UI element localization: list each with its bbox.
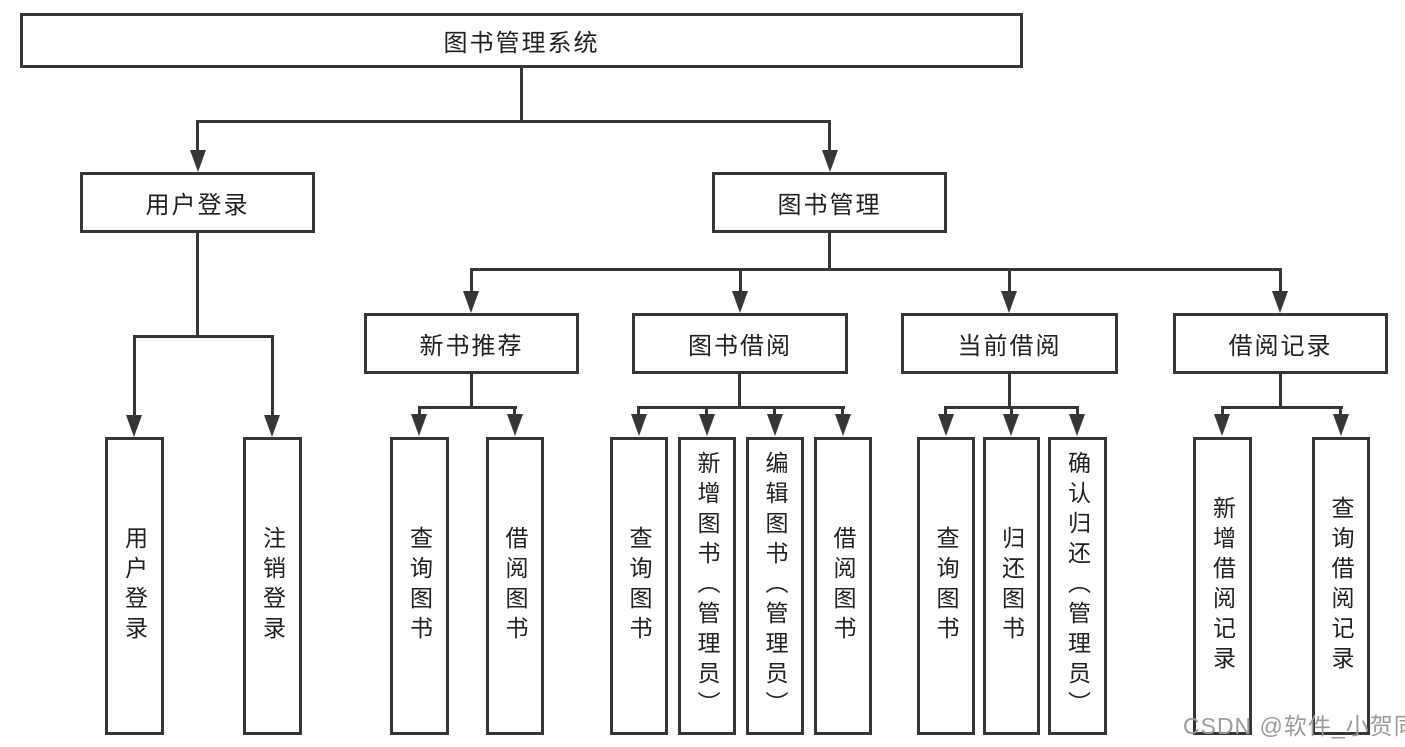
- leaf-confirm-return-admin-label: 确认归还（管理员）: [1064, 451, 1091, 721]
- connector-drop-borrowing-records: [1279, 268, 1282, 294]
- connector-user-login-stem: [196, 233, 199, 338]
- node-book-borrowing-label: 图书借阅: [688, 333, 792, 360]
- node-current-borrowing: 当前借阅: [901, 313, 1118, 374]
- node-user-login: 用户登录: [80, 172, 315, 233]
- connector-drop-current-borrowing: [1008, 268, 1011, 294]
- arrowhead-query-books-3: [938, 414, 954, 436]
- arrowhead-book-borrowing: [732, 291, 748, 313]
- connector-drop-query-books-1: [418, 406, 421, 416]
- connector-drop-confirm-return: [1076, 406, 1079, 416]
- leaf-borrow-books-2: 借阅图书: [814, 437, 872, 735]
- leaf-return-book: 归还图书: [983, 437, 1040, 735]
- leaf-user-login-label: 用户登录: [121, 526, 148, 646]
- leaf-borrow-books-1: 借阅图书: [486, 437, 544, 735]
- leaf-confirm-return-admin: 确认归还（管理员）: [1048, 437, 1107, 735]
- connector-borrowing-records-stem: [1279, 374, 1282, 409]
- node-new-book-recommendation: 新书推荐: [364, 313, 579, 374]
- leaf-add-borrow-record: 新增借阅记录: [1193, 437, 1252, 735]
- node-book-management-label: 图书管理: [777, 192, 882, 219]
- node-library-management-system-label: 图书管理系统: [443, 30, 600, 57]
- leaf-logout: 注销登录: [243, 437, 302, 735]
- connector-drop-leaf-user-login: [133, 335, 136, 415]
- arrowhead-query-borrow-record: [1333, 414, 1349, 436]
- arrowhead-borrow-books-2: [835, 414, 851, 436]
- arrowhead-confirm-return: [1069, 414, 1085, 436]
- arrowhead-user-login: [190, 150, 206, 172]
- leaf-borrow-books-2-label: 借阅图书: [830, 526, 856, 646]
- arrowhead-query-books-1: [411, 414, 427, 436]
- node-book-management: 图书管理: [712, 172, 947, 233]
- node-new-book-recommendation-label: 新书推荐: [419, 333, 524, 360]
- connector-new-book-rail: [418, 406, 517, 409]
- connector-drop-user-login: [196, 120, 199, 152]
- arrowhead-leaf-user-login: [126, 415, 142, 437]
- arrowhead-return-book: [1003, 414, 1019, 436]
- connector-drop-return-book: [1010, 406, 1013, 416]
- connector-drop-borrow-books-2: [841, 406, 844, 416]
- node-user-login-label: 用户登录: [145, 192, 250, 219]
- leaf-logout-label: 注销登录: [259, 526, 286, 646]
- connector-drop-borrow-books-1: [513, 406, 516, 416]
- node-current-borrowing-label: 当前借阅: [957, 333, 1062, 360]
- connector-drop-book-management: [828, 120, 831, 152]
- leaf-user-login: 用户登录: [105, 437, 164, 735]
- leaf-query-books-3: 查询图书: [917, 437, 975, 735]
- leaf-add-book-admin: 新增图书（管理员）: [678, 437, 736, 735]
- arrowhead-leaf-logout: [264, 415, 280, 437]
- leaf-query-books-1-label: 查询图书: [406, 526, 433, 646]
- arrowhead-new-book-recommendation: [463, 291, 479, 313]
- leaf-add-borrow-record-label: 新增借阅记录: [1209, 496, 1236, 676]
- connector-drop-book-borrowing: [739, 268, 742, 294]
- connector-book-borrowing-rail: [637, 406, 845, 409]
- connector-book-management-rail: [470, 268, 1282, 271]
- connector-drop-query-books-2: [637, 406, 640, 416]
- connector-new-book-stem: [470, 374, 473, 409]
- arrowhead-borrow-books-1: [507, 414, 523, 436]
- leaf-edit-book-admin-label: 编辑图书（管理员）: [762, 451, 788, 721]
- connector-root-rail: [196, 120, 831, 123]
- leaf-query-books-2-label: 查询图书: [626, 526, 652, 646]
- node-borrowing-records-label: 借阅记录: [1228, 333, 1333, 360]
- connector-drop-edit-book: [773, 406, 776, 416]
- connector-drop-add-borrow-record: [1221, 406, 1224, 416]
- leaf-borrow-books-1-label: 借阅图书: [502, 526, 528, 646]
- connector-drop-leaf-logout: [271, 335, 274, 415]
- csdn-watermark: CSDN @软件_小贺同学: [1183, 713, 1405, 739]
- connector-book-borrowing-stem: [738, 374, 741, 409]
- connector-borrowing-records-rail: [1221, 406, 1343, 409]
- arrowhead-borrowing-records: [1272, 291, 1288, 313]
- leaf-return-book-label: 归还图书: [998, 526, 1025, 646]
- connector-drop-query-books-3: [944, 406, 947, 416]
- node-borrowing-records: 借阅记录: [1173, 313, 1388, 374]
- connector-user-login-rail: [133, 335, 274, 338]
- leaf-query-books-1: 查询图书: [390, 437, 449, 735]
- connector-drop-add-book: [705, 406, 708, 416]
- leaf-query-books-2: 查询图书: [610, 437, 668, 735]
- connector-root-stem: [520, 68, 523, 123]
- leaf-edit-book-admin: 编辑图书（管理员）: [746, 437, 804, 735]
- arrowhead-current-borrowing: [1001, 291, 1017, 313]
- arrowhead-edit-book: [767, 414, 783, 436]
- connector-current-borrowing-stem: [1008, 374, 1011, 409]
- connector-drop-new-book-recommendation: [470, 268, 473, 294]
- arrowhead-add-book: [699, 414, 715, 436]
- connector-book-management-stem: [828, 233, 831, 271]
- node-library-management-system: 图书管理系统: [20, 13, 1023, 68]
- leaf-query-books-3-label: 查询图书: [933, 526, 959, 646]
- arrowhead-query-books-2: [631, 414, 647, 436]
- arrowhead-add-borrow-record: [1214, 414, 1230, 436]
- leaf-query-borrow-record-label: 查询借阅记录: [1328, 496, 1354, 676]
- node-book-borrowing: 图书借阅: [632, 313, 848, 374]
- arrowhead-book-management: [822, 150, 838, 172]
- leaf-query-borrow-record: 查询借阅记录: [1312, 437, 1370, 735]
- leaf-add-book-admin-label: 新增图书（管理员）: [694, 451, 720, 721]
- connector-drop-query-borrow-record: [1339, 406, 1342, 416]
